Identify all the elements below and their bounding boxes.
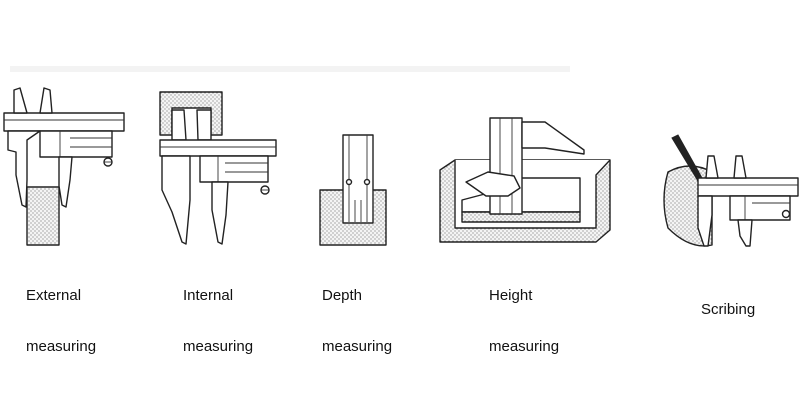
fixed-jaw [7, 130, 41, 208]
internal-jaw-left [171, 109, 187, 141]
label-line-2: measuring [322, 338, 393, 355]
external-measuring-illustration [3, 87, 125, 246]
moving-jaw [58, 156, 73, 208]
caliper-beam [489, 117, 523, 215]
locking-screw [781, 209, 791, 219]
height-measuring-illustration [439, 117, 611, 243]
label-line-1: Internal [183, 287, 234, 304]
label-scribing: Scribing [701, 267, 755, 335]
label-line-1: Depth [322, 287, 363, 304]
internal-measuring-illustration [159, 91, 277, 245]
slider [729, 195, 791, 221]
internal-jaw-right [196, 109, 212, 141]
label-depth-measuring: Depth measuring [322, 253, 392, 372]
measuring-head [521, 121, 585, 155]
label-height-measuring: Height measuring [489, 253, 559, 372]
label-internal-measuring: Internal measuring [183, 253, 253, 372]
label-line-2: measuring [26, 338, 97, 355]
label-line-1: Height [489, 287, 533, 304]
label-line-2: measuring [183, 338, 254, 355]
scan-smudge [10, 66, 570, 72]
depth-measuring-illustration [319, 134, 387, 246]
caliper-beam [697, 177, 799, 197]
hollow-workpiece [159, 91, 223, 136]
caliper-beam [3, 112, 125, 132]
scribing-illustration [663, 134, 799, 247]
label-line-2: measuring [489, 338, 560, 355]
label-line-1: External [26, 287, 82, 304]
caliper-beam [159, 139, 277, 157]
label-external-measuring: External measuring [26, 253, 96, 372]
slider [39, 130, 113, 158]
workpiece-block [26, 186, 60, 246]
slider [199, 155, 269, 183]
depth-rod [342, 134, 374, 224]
label-line-1: Scribing [701, 301, 756, 318]
